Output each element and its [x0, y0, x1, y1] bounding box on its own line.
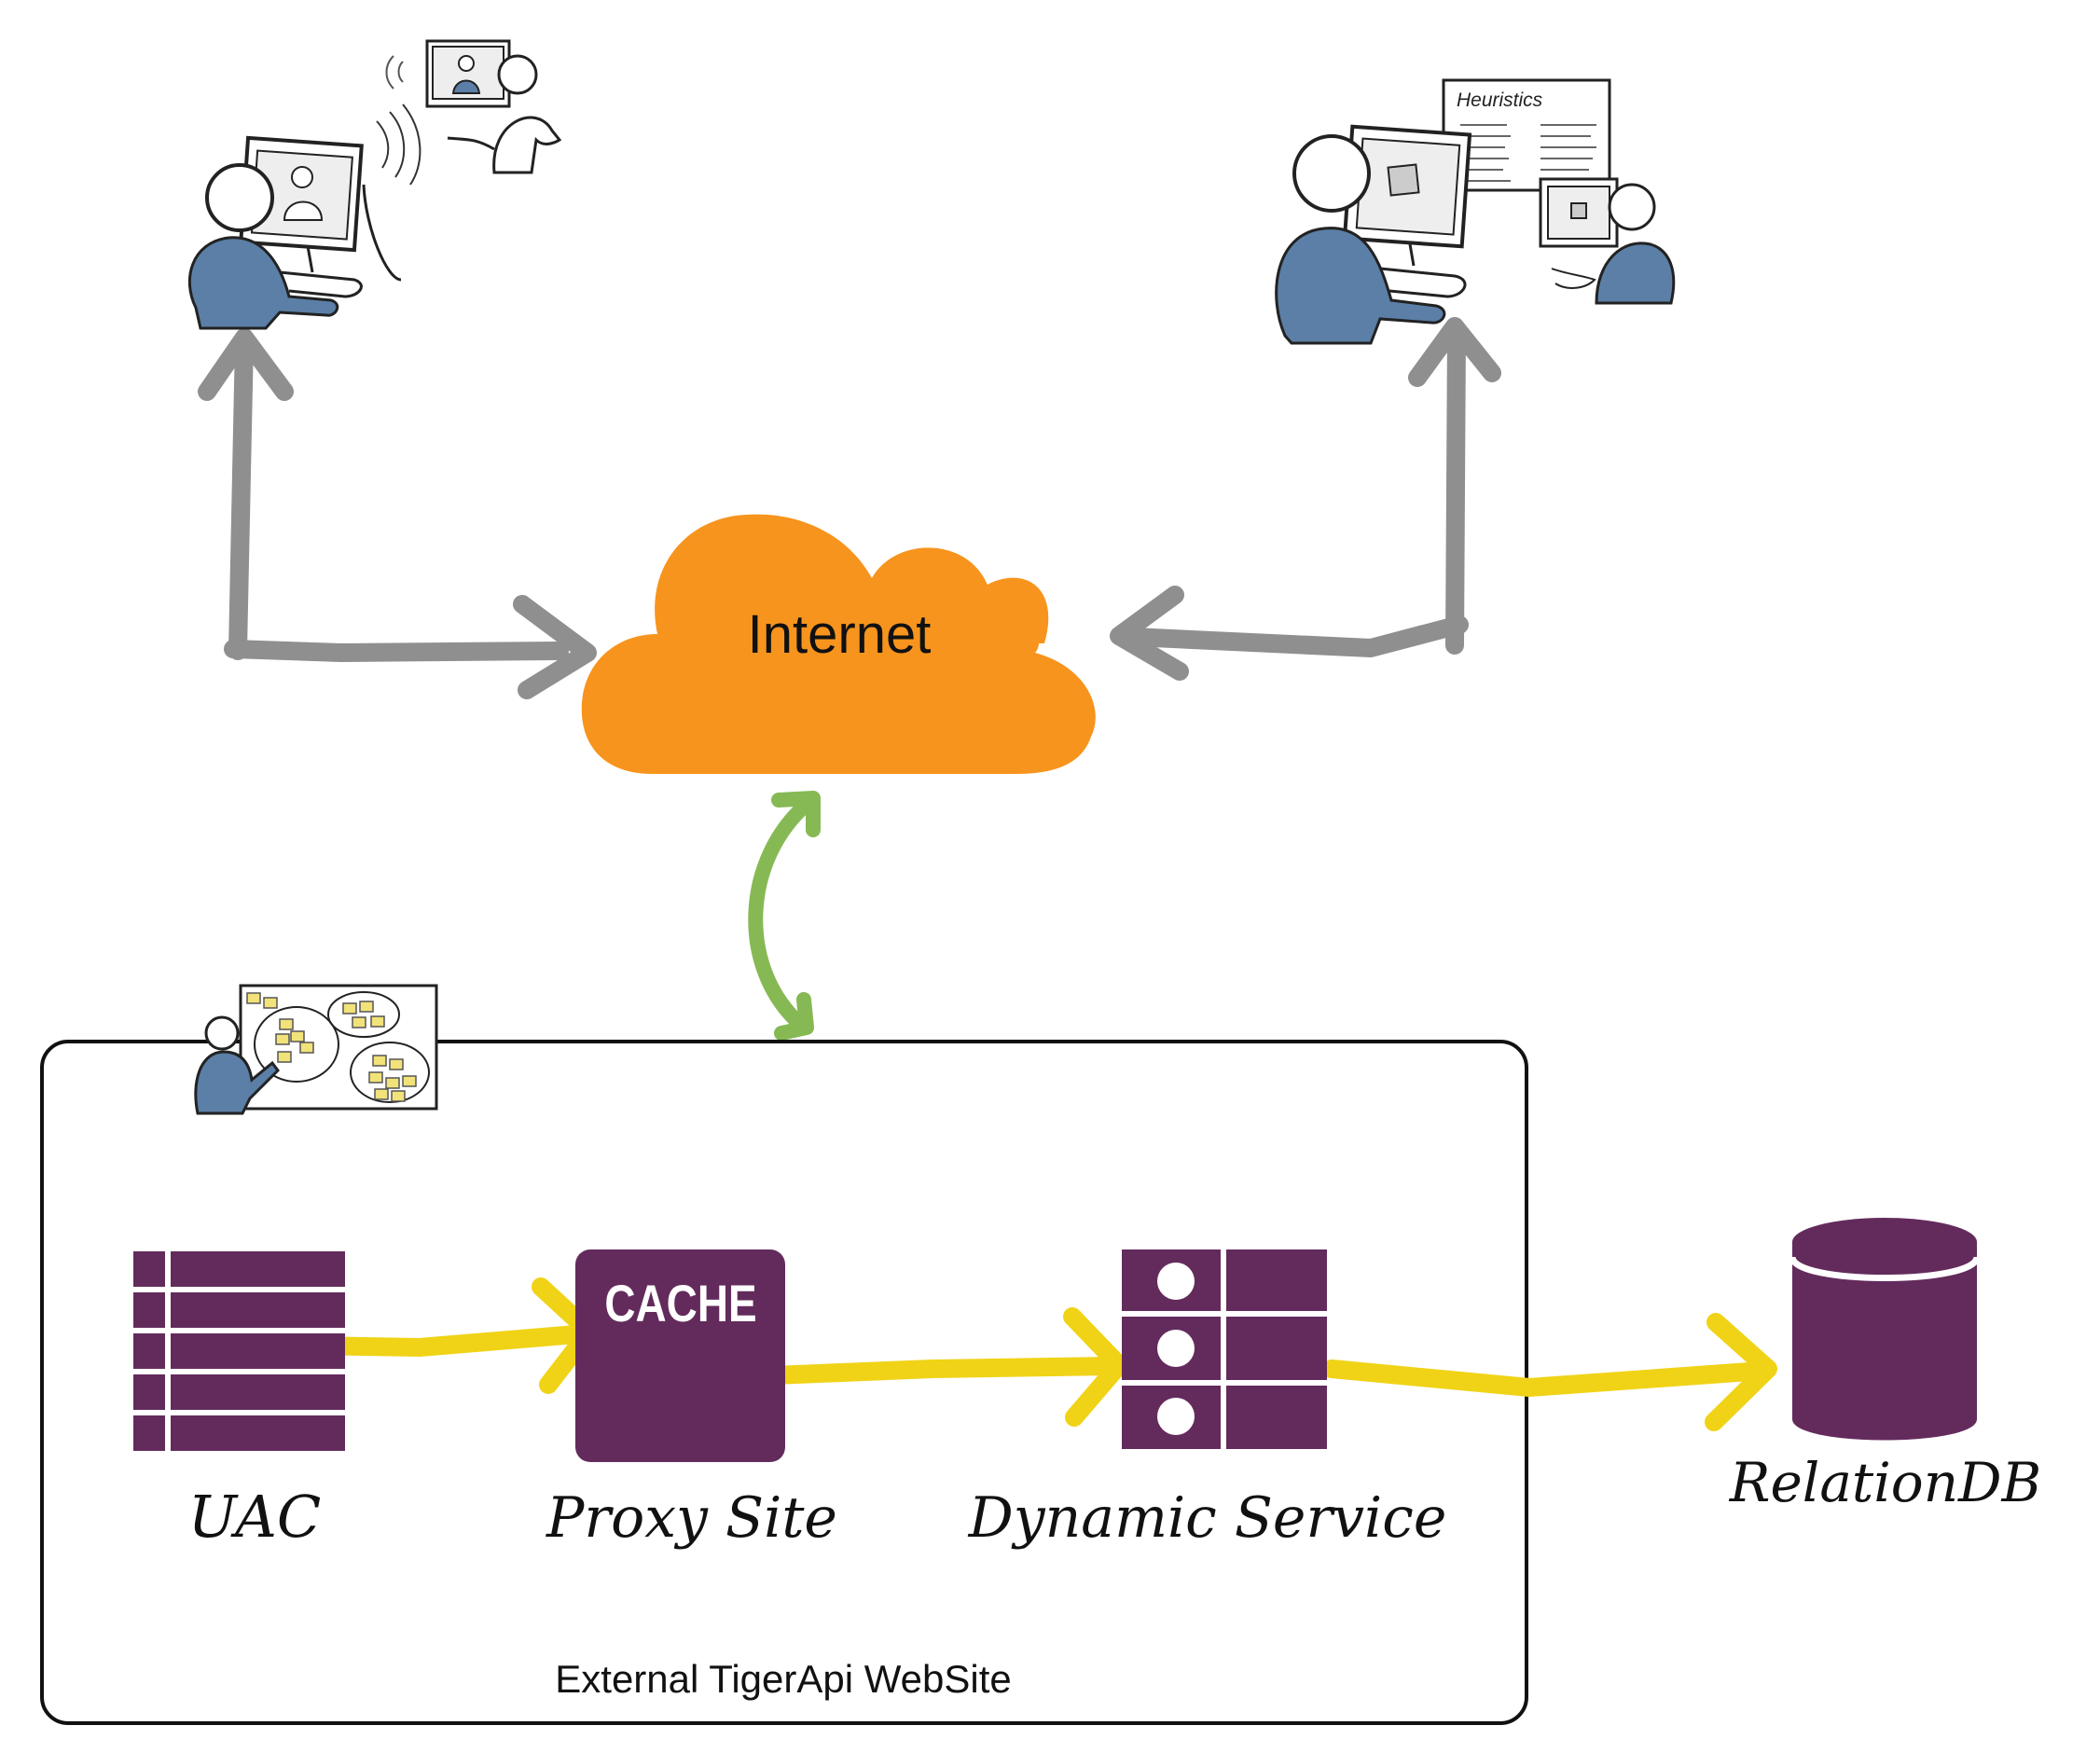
- flow-arrows: [298, 1277, 1777, 1431]
- second-reviewer-icon: [1539, 177, 1676, 305]
- uac-to-proxy-arrow: [298, 1324, 597, 1357]
- server-icon: [1122, 1249, 1327, 1449]
- internet-cloud: Internet: [581, 514, 1096, 774]
- right-user-link-arrow: [1110, 317, 1501, 681]
- left-user-link-arrow: [198, 328, 597, 699]
- whiteboard-workshop-icon: [194, 984, 438, 1115]
- proxy-site-node: CACHE Proxy Site: [546, 1249, 837, 1551]
- proxy-to-dynamic-arrow: [765, 1357, 1124, 1385]
- container-label: External TigerApi WebSite: [555, 1657, 1011, 1701]
- expert-reviewer-illustration: Heuristics: [1275, 78, 1676, 345]
- database-icon: [1789, 1218, 1981, 1441]
- remote-user-left-illustration: [187, 39, 562, 330]
- cloud-to-site-arrow: [748, 791, 821, 1041]
- heuristics-label: Heuristics: [1457, 90, 1543, 111]
- dynamic-service-node: Dynamic Service: [968, 1249, 1447, 1551]
- cloud-shape: [581, 514, 1096, 774]
- remote-colleague-icon: [385, 39, 562, 174]
- cache-icon-text: CACHE: [604, 1275, 756, 1332]
- uac-label: UAC: [188, 1483, 322, 1551]
- dynamic-service-label: Dynamic Service: [968, 1485, 1447, 1551]
- uac-node: UAC: [133, 1251, 345, 1551]
- cache-icon: [575, 1249, 785, 1462]
- relation-db-label: RelationDB: [1729, 1451, 2041, 1514]
- table-icon: [133, 1251, 345, 1451]
- proxy-site-label: Proxy Site: [546, 1485, 837, 1551]
- expert-at-monitor-icon: [1275, 124, 1472, 345]
- dynamic-to-db-arrow: [1322, 1360, 1772, 1397]
- relation-db-node: RelationDB: [1729, 1218, 2041, 1514]
- cloud-label: Internet: [748, 604, 932, 665]
- user-at-monitor-icon: [187, 104, 421, 330]
